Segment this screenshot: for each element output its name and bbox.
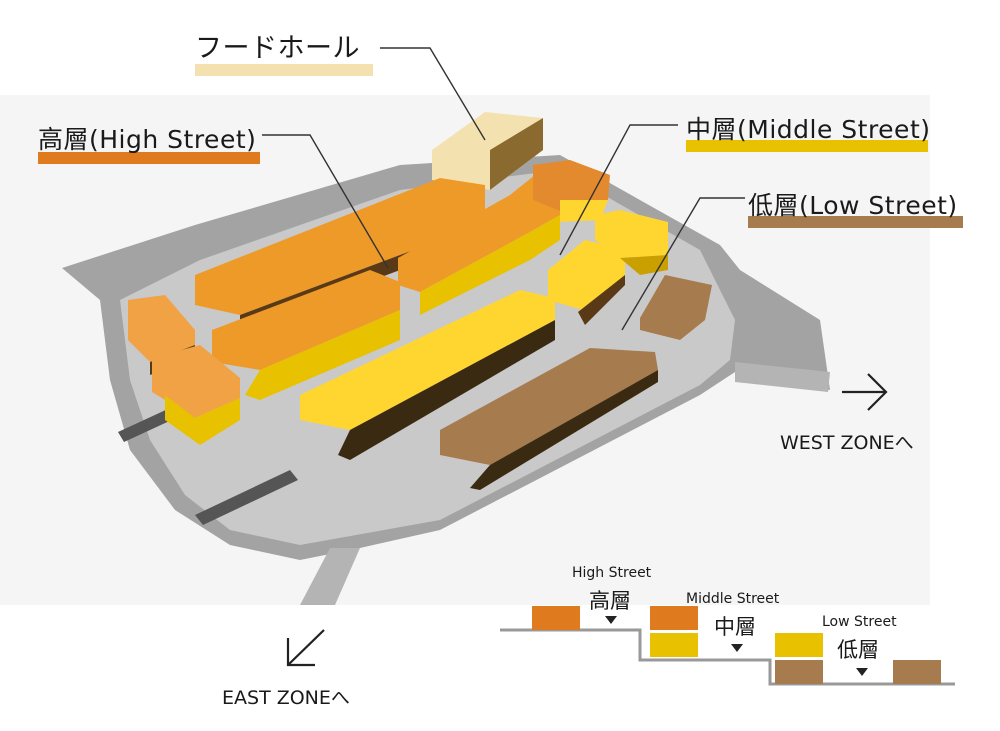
leader-lines (262, 47, 745, 331)
food-hall-label: フードホール (195, 33, 360, 64)
legend-low-jp: 低層 (837, 638, 879, 662)
middle-street-buildings (300, 210, 668, 460)
low-street-underline (748, 216, 963, 228)
legend-middle-en: Middle Street (686, 591, 780, 607)
middle-street-label: 中層(Middle Street) (686, 115, 931, 144)
high-street-label: 高層(High Street) (38, 125, 257, 154)
legend-high-jp: 高層 (589, 589, 631, 613)
legend-low-en: Low Street (822, 614, 897, 630)
low-street-buildings (440, 275, 712, 490)
east-zone-label: EAST ZONEへ (222, 687, 350, 709)
legend-middle-jp: 中層 (714, 615, 756, 639)
food-hall-underline (195, 64, 373, 76)
high-street-underline (38, 152, 260, 164)
middle-street-underline (686, 140, 928, 152)
legend-high-en: High Street (572, 565, 652, 581)
legend-diagram (500, 606, 955, 686)
direction-arrows (286, 373, 888, 667)
food-hall-building (432, 112, 543, 190)
west-zone-label: WEST ZONEへ (780, 432, 914, 454)
high-street-buildings (128, 160, 610, 445)
east-arrow-icon (287, 629, 325, 666)
low-street-label: 低層(Low Street) (748, 191, 958, 220)
